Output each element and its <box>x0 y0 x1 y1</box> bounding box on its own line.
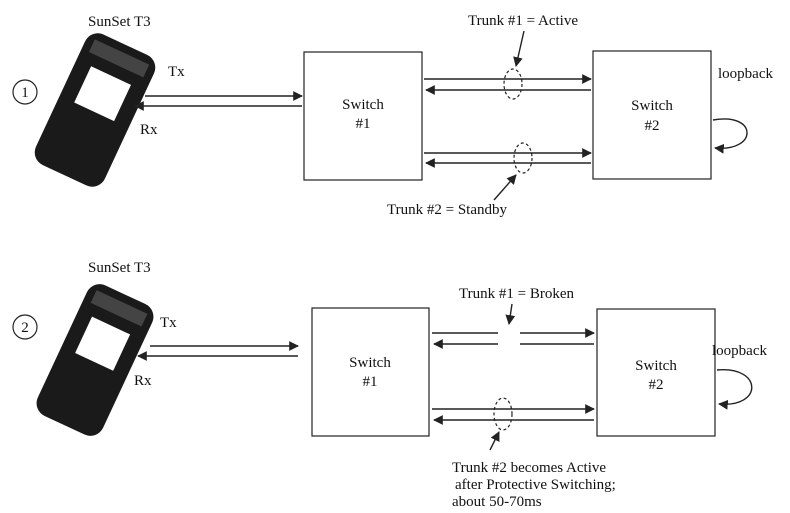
trunk-1-status: Trunk #1 = Active <box>468 13 578 29</box>
switch-1-name: Switch <box>342 97 384 113</box>
test-set-device-icon <box>32 280 158 441</box>
switch-1-number: #1 <box>356 116 371 132</box>
loopback-arrow <box>713 119 747 148</box>
trunk-2-status-line-3: about 50-70ms <box>452 494 542 510</box>
step-number: 1 <box>21 85 29 101</box>
trunk-1-status: Trunk #1 = Broken <box>459 286 574 302</box>
switch-2-name: Switch <box>635 358 677 374</box>
switch-1-name: Switch <box>349 355 391 371</box>
loopback-label: loopback <box>712 343 767 359</box>
trunk-1-pointer <box>516 31 524 66</box>
rx-label: Rx <box>140 122 158 138</box>
switch-1-number: #1 <box>363 374 378 390</box>
switch-2-box <box>593 51 711 179</box>
trunk-2-highlight <box>514 143 532 173</box>
step-number: 2 <box>21 320 29 336</box>
trunk-2-status-line-1: Trunk #2 becomes Active <box>452 460 606 476</box>
tx-label: Tx <box>168 64 185 80</box>
rx-label: Rx <box>134 373 152 389</box>
switch-1-box <box>312 308 429 436</box>
device-label: SunSet T3 <box>88 14 151 30</box>
scenario-2: SunSet T3 2 Tx Rx Switch #1 Switch #2 Tr… <box>13 260 767 510</box>
switch-2-number: #2 <box>649 377 664 393</box>
trunk-2-status-line-2: after Protective Switching; <box>455 477 616 493</box>
trunk-2-highlight <box>494 398 512 430</box>
switch-2-number: #2 <box>645 118 660 134</box>
tx-label: Tx <box>160 315 177 331</box>
trunk-1-pointer <box>509 304 512 324</box>
trunk-2-status: Trunk #2 = Standby <box>387 202 508 218</box>
loopback-label: loopback <box>718 66 773 82</box>
loopback-arrow <box>717 370 752 405</box>
trunk-2-pointer <box>494 175 516 200</box>
scenario-1: SunSet T3 1 Tx Rx Switch #1 Switch #2 Tr… <box>13 13 773 218</box>
device-label: SunSet T3 <box>88 260 151 276</box>
trunk-1-highlight <box>504 69 522 99</box>
test-set-device-icon <box>30 29 160 192</box>
switch-2-name: Switch <box>631 98 673 114</box>
trunk-2-pointer <box>490 432 499 450</box>
